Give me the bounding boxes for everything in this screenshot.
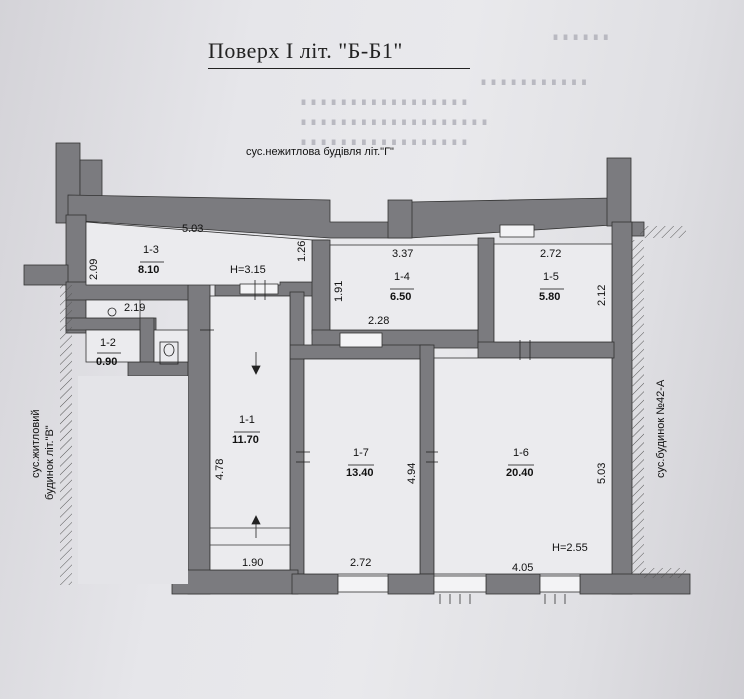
dim-2-09: 2.09: [88, 258, 100, 280]
wall-segment: [187, 281, 211, 595]
room-1-2-floor: [153, 329, 189, 363]
entrance-steps: [439, 594, 566, 604]
wall-segment: [311, 239, 331, 335]
dim-2-12: 2.12: [596, 284, 608, 306]
room-1-2-area: 0.90: [96, 356, 118, 368]
room-1-4-floor: [329, 244, 479, 331]
room-1-7-area: 13.40: [346, 467, 374, 479]
door-opening: [339, 332, 383, 348]
room-1-7-id: 1-7: [353, 447, 369, 459]
title-underline: [208, 68, 470, 69]
room-1-6-id: 1-6: [513, 447, 529, 459]
window: [499, 224, 535, 238]
toilet-bowl: [163, 343, 175, 357]
dim-4-05: 4.05: [512, 562, 534, 574]
dim-2-19: 2.19: [124, 302, 146, 314]
sink-fixture: [107, 307, 117, 317]
neighbor-hatch-right-bottom: [640, 568, 686, 578]
dim-1-91: 1.91: [333, 280, 345, 302]
height-3-15: H=3.15: [230, 264, 266, 276]
wall-segment: [127, 361, 189, 377]
room-1-6-floor: [433, 357, 613, 575]
bleed-through-text: ∎ ∎ ∎ ∎ ∎ ∎: [552, 31, 610, 43]
wall-segment: [291, 573, 339, 595]
wall-segment: [485, 573, 541, 595]
wall-segment: [289, 291, 305, 575]
neighbor-hatch-left: [60, 285, 72, 585]
walls: [23, 142, 691, 595]
bleed-through-text: ∎ ∎ ∎ ∎ ∎ ∎ ∎ ∎ ∎ ∎ ∎ ∎ ∎ ∎ ∎ ∎ ∎ ∎ ∎: [300, 116, 488, 128]
dim-1-26: 1.26: [296, 240, 308, 262]
toilet-tank: [159, 341, 179, 365]
openings: [239, 224, 581, 593]
wall-segment: [387, 573, 435, 595]
dim-4-94: 4.94: [406, 462, 418, 484]
room-1-4-area: 6.50: [390, 291, 412, 303]
wall-segment: [606, 157, 632, 227]
entrance-opening: [433, 575, 487, 593]
neighbor-label-left-line1: сус.житловий: [30, 409, 42, 478]
room-1-4-id: 1-4: [394, 271, 410, 283]
entrance-opening: [539, 575, 581, 593]
dim-1-90: 1.90: [242, 557, 264, 569]
room-1-3-area: 8.10: [138, 264, 160, 276]
room-1-5-floor: [493, 243, 613, 343]
neighbor-label-left-line2: будинок літ."В": [44, 425, 56, 500]
room-floors: [85, 221, 613, 575]
room-1-2-id: 1-2: [100, 337, 116, 349]
dim-5-03-right: 5.03: [596, 462, 608, 484]
dim-3-37: 3.37: [392, 248, 414, 260]
bleed-through-text: ∎ ∎ ∎ ∎ ∎ ∎ ∎ ∎ ∎ ∎ ∎ ∎ ∎ ∎ ∎ ∎ ∎: [300, 136, 468, 148]
dim-2-72-top: 2.72: [540, 248, 562, 260]
dim-4-78: 4.78: [214, 458, 226, 480]
wall-segment: [419, 344, 435, 575]
toilet-fixture: [159, 341, 179, 365]
wall-segment: [171, 569, 299, 595]
room-floor: [85, 299, 141, 319]
neighbor-label-right: сус.будинок №42-А: [655, 379, 667, 478]
wall-right: [611, 221, 633, 595]
wall-segment: [23, 264, 69, 286]
area-underlines: [97, 261, 564, 466]
room-1-1-area: 11.70: [232, 434, 259, 446]
dim-2-72-bottom: 2.72: [350, 557, 372, 569]
neighbor-hatch-right: [632, 240, 644, 575]
room-1-6-area: 20.40: [506, 467, 534, 479]
room-1-3-floor: [85, 221, 313, 286]
neighbor-label-top: сус.нежитлова будівля літ."Г": [246, 146, 394, 158]
room-1-2-floor: [85, 329, 141, 363]
room-1-7-floor: [303, 358, 421, 575]
floor-plan-title: Поверх І літ. "Б-Б1": [208, 38, 403, 63]
height-2-55: H=2.55: [552, 542, 588, 554]
wall-segment: [477, 341, 615, 359]
arrow-head: [251, 515, 261, 525]
bleed-through-text: ∎ ∎ ∎ ∎ ∎ ∎ ∎ ∎ ∎ ∎ ∎ ∎ ∎ ∎ ∎ ∎ ∎: [300, 96, 468, 108]
stair-lines: [210, 527, 290, 546]
wall-segment: [477, 237, 495, 349]
entrance-opening: [337, 575, 389, 593]
room-1-1-floor: [209, 295, 291, 571]
dim-2-28: 2.28: [368, 315, 390, 327]
courtyard-area: [78, 376, 188, 584]
dim-5-03-top: 5.03: [182, 223, 204, 235]
arrow-head: [251, 365, 261, 375]
wall-segment: [387, 199, 413, 239]
door-marks: [200, 280, 531, 538]
room-1-3-id: 1-3: [143, 244, 159, 256]
room-1-5-id: 1-5: [543, 271, 559, 283]
room-1-1-id: 1-1: [239, 414, 255, 426]
room-1-5-area: 5.80: [539, 291, 561, 303]
bleed-through-text: ∎ ∎ ∎ ∎ ∎ ∎ ∎ ∎ ∎ ∎ ∎: [480, 76, 588, 88]
neighbor-hatch-right-top: [640, 226, 686, 238]
door-opening: [239, 283, 279, 295]
